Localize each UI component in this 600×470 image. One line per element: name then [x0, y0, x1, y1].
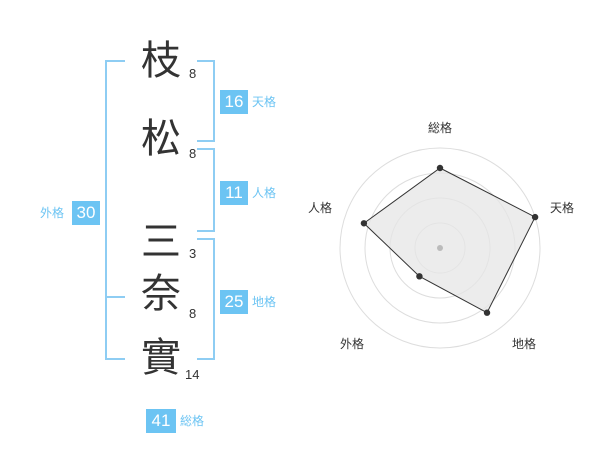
radar-center-dot [437, 245, 443, 251]
radar-point-4 [416, 273, 423, 280]
stroke-count-2: 8 [189, 146, 197, 161]
soukaku-label: 総格 [180, 414, 205, 428]
radar-axis-label-4: 外格 [340, 336, 364, 351]
gaikaku-label: 外格 [40, 206, 65, 220]
chikaku-value-badge: 25 [220, 290, 248, 314]
radar-ring [339, 147, 541, 349]
tenkaku-bracket [197, 60, 215, 142]
jinkaku-label: 人格 [252, 186, 277, 200]
radar-axis-label-3: 地格 [512, 336, 536, 351]
name-char-1: 枝 [141, 38, 181, 84]
jinkaku-value-badge: 11 [220, 181, 248, 205]
radar-point-5 [360, 220, 368, 227]
name-char-4: 奈 [141, 271, 181, 317]
tenkaku-value-badge: 16 [220, 90, 248, 114]
stroke-count-3: 3 [189, 246, 197, 261]
radar-point-1 [436, 164, 444, 172]
gaikaku-bracket-tick [105, 296, 125, 298]
gaikaku-value-badge: 30 [72, 201, 100, 225]
stroke-count-5: 14 [185, 367, 200, 382]
chikaku-bracket [197, 238, 215, 360]
radar-data-polygon [363, 167, 536, 314]
jinkaku-bracket [197, 148, 215, 232]
chikaku-label: 地格 [252, 295, 277, 309]
gaikaku-bracket [105, 60, 125, 360]
soukaku-value-badge: 41 [146, 409, 176, 433]
radar-axis-label-2: 天格 [550, 200, 574, 215]
tenkaku-label: 天格 [252, 95, 277, 109]
radar-point-3 [483, 309, 491, 316]
name-char-3: 三 [141, 219, 181, 265]
stroke-count-4: 8 [189, 306, 197, 321]
radar-point-2 [531, 213, 539, 221]
stroke-count-1: 8 [189, 66, 197, 81]
radar-axis-label-5: 人格 [308, 200, 332, 215]
name-char-2: 松 [141, 116, 181, 162]
radar-axis-label-1: 総格 [428, 120, 452, 135]
name-char-5: 實 [141, 335, 181, 381]
